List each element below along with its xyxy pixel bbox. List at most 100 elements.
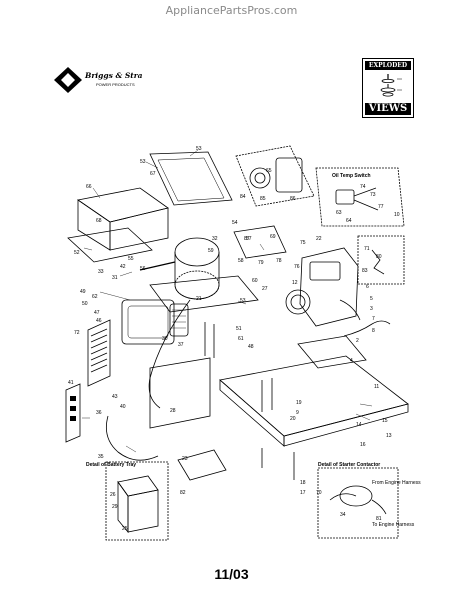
callout: 9	[296, 410, 299, 416]
exploded-screw-icon	[380, 74, 402, 97]
callout: 63	[336, 210, 342, 216]
harness-from-caption: From Engine Harness	[372, 480, 421, 486]
battery-tray-inset	[105, 461, 169, 541]
callout: 30	[162, 336, 168, 342]
exploded-views-badge: EXPLODED VIEWS	[362, 58, 414, 118]
callout: 43	[112, 394, 118, 400]
callout: 28	[170, 408, 176, 414]
control-box-lid	[76, 187, 169, 223]
engine-shroud-inset	[235, 145, 315, 207]
oil-temp-switch-inset	[315, 167, 405, 227]
callout: 56	[140, 266, 146, 272]
callout: 41	[68, 380, 74, 386]
callout: 68	[96, 218, 102, 224]
callout: 80	[376, 254, 382, 260]
control-panel	[65, 383, 81, 443]
oil-temp-switch-caption: Oil Temp Switch	[332, 173, 371, 179]
callout: 2	[356, 338, 359, 344]
callout: 19	[296, 400, 302, 406]
callout: 61	[238, 336, 244, 342]
callout: 86	[290, 196, 296, 202]
callout: 33	[98, 269, 104, 275]
starter-contactor-caption: Detail of Starter Contactor	[318, 462, 380, 468]
callout: 53	[196, 146, 202, 152]
callout: 74	[360, 184, 366, 190]
callout: 18	[300, 480, 306, 486]
callout: 60	[252, 278, 258, 284]
callout: 78	[276, 258, 282, 264]
callout: 20	[290, 416, 296, 422]
callout: 81	[376, 516, 382, 522]
rear-bracket	[177, 449, 227, 481]
harness-to-caption: To Engine Harness	[372, 522, 415, 528]
ignition-inset	[357, 235, 405, 285]
callout: 35	[98, 454, 104, 460]
callout: 15	[382, 418, 388, 424]
callout: 31	[112, 275, 118, 281]
callout: 51	[236, 326, 242, 332]
engine-block	[299, 247, 359, 327]
callout: 7	[372, 316, 375, 322]
callout: 32	[212, 236, 218, 242]
brand-subtitle: POWER PRODUCTS	[96, 82, 135, 87]
callout: 55	[128, 256, 134, 262]
callout: 73	[370, 192, 376, 198]
callout: 58	[238, 258, 244, 264]
callout: 25	[122, 526, 128, 532]
brand-name: Briggs & Stratton	[84, 71, 142, 80]
callout: 10	[394, 212, 400, 218]
callout: 46	[96, 318, 102, 324]
starter-contactor-inset	[317, 467, 399, 539]
page-number: 11/03	[214, 566, 249, 582]
callout: 16	[360, 442, 366, 448]
callout: 83	[362, 268, 368, 274]
callout: 76	[294, 264, 300, 270]
callout: 21	[196, 296, 202, 302]
callout: 71	[364, 246, 370, 252]
louvered-grille	[87, 319, 111, 387]
callout: 85	[260, 196, 266, 202]
callout: 70	[316, 490, 322, 496]
callout: 52	[74, 250, 80, 256]
callout: 62	[92, 294, 98, 300]
callout: 79	[258, 260, 264, 266]
callout: 66	[86, 184, 92, 190]
callout: 54	[232, 220, 238, 226]
callout: 69	[270, 234, 276, 240]
callout: 87	[244, 236, 250, 242]
callout: 5	[370, 296, 373, 302]
callout: 53	[140, 159, 146, 165]
callout: 12	[292, 280, 298, 286]
callout: 23	[182, 456, 188, 462]
callout: 65	[266, 168, 272, 174]
callout: 14	[356, 422, 362, 428]
callout: 57	[246, 236, 252, 242]
frame-base	[219, 355, 409, 437]
callout: 29	[112, 504, 118, 510]
callout: 37	[178, 342, 184, 348]
top-cover-panel	[149, 151, 233, 206]
callout: 17	[300, 490, 306, 496]
callout: 48	[248, 344, 254, 350]
callout: 75	[300, 240, 306, 246]
callout: 53	[240, 298, 246, 304]
callout: 11	[374, 384, 379, 390]
callout: 82	[180, 490, 186, 496]
callout: 27	[262, 286, 268, 292]
callout: 36	[96, 410, 102, 416]
callout: 8	[372, 328, 375, 334]
callout: 42	[120, 264, 126, 270]
callout: 64	[346, 218, 352, 224]
briggs-stratton-logo: Briggs & Stratton POWER PRODUCTS	[52, 63, 160, 97]
callout: 40	[120, 404, 126, 410]
callout: 67	[150, 171, 156, 177]
badge-bottom-label: VIEWS	[365, 103, 411, 115]
callout: 6	[366, 284, 369, 290]
callout: 50	[82, 301, 88, 307]
callout: 59	[208, 248, 214, 254]
callout: 13	[386, 433, 392, 439]
battery-tray-caption: Detail of Battery Tray	[86, 462, 136, 468]
badge-top-label: EXPLODED	[365, 61, 411, 70]
callout: 84	[240, 194, 246, 200]
